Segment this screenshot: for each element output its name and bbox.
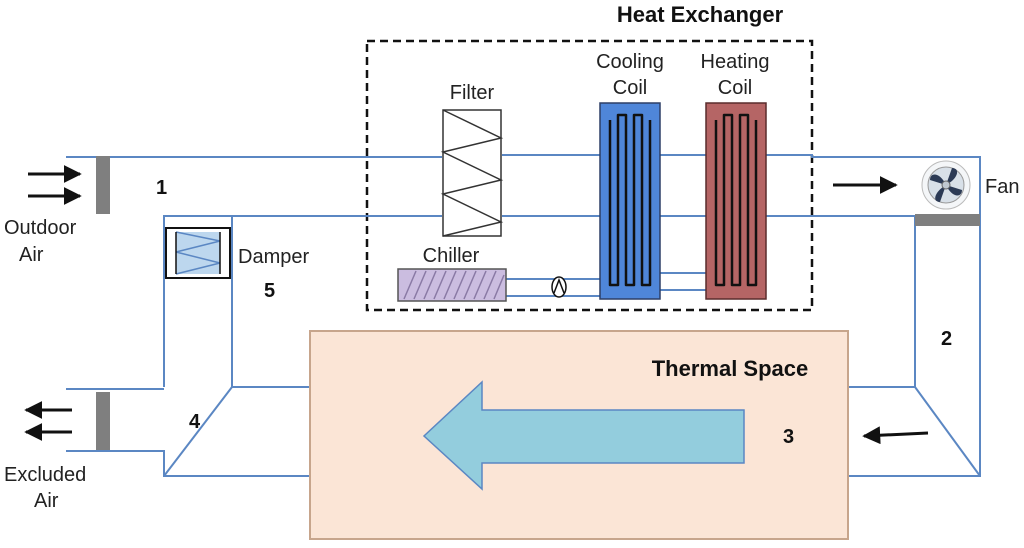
fan-label: Fan — [985, 176, 1019, 198]
fan-base — [915, 214, 980, 226]
excluded-air-label-2: Air — [34, 490, 59, 512]
thermal-flow-arrow-icon — [422, 380, 745, 491]
cooling-coil-label-1: Cooling — [596, 51, 664, 73]
thermal-space-title: Thermal Space — [652, 356, 809, 381]
heating-coil-label-1: Heating — [701, 51, 770, 73]
heat-exchanger-title: Heat Exchanger — [617, 2, 784, 27]
heating-coil — [705, 102, 767, 300]
chiller-label: Chiller — [423, 245, 480, 267]
heating-coil-label-2: Coil — [718, 77, 752, 99]
outdoor-air-label-1: Outdoor — [4, 217, 77, 239]
excluded-air-arrows — [24, 401, 72, 441]
damper-label: Damper — [238, 246, 309, 268]
cooling-coil-label-2: Coil — [613, 77, 647, 99]
chiller — [397, 268, 507, 302]
point-4: 4 — [189, 411, 201, 433]
filter-label: Filter — [450, 82, 495, 104]
outdoor-air-wall — [96, 156, 110, 214]
return-flow-arrow-icon — [862, 426, 929, 445]
point-1: 1 — [156, 177, 167, 199]
outdoor-air-label-2: Air — [19, 244, 44, 266]
point-3: 3 — [783, 426, 794, 448]
point-2: 2 — [941, 328, 952, 350]
excluded-air-label-1: Excluded — [4, 464, 86, 486]
outdoor-air-arrows — [28, 165, 82, 205]
filter — [440, 109, 504, 237]
point-5: 5 — [264, 280, 275, 302]
heat-exchanger-box — [365, 39, 814, 312]
cooling-coil — [599, 102, 661, 300]
damper — [165, 227, 231, 279]
pump-icon — [551, 276, 567, 298]
excluded-air-wall — [96, 392, 110, 450]
fan-icon — [921, 160, 971, 210]
duct-lines — [66, 154, 981, 477]
